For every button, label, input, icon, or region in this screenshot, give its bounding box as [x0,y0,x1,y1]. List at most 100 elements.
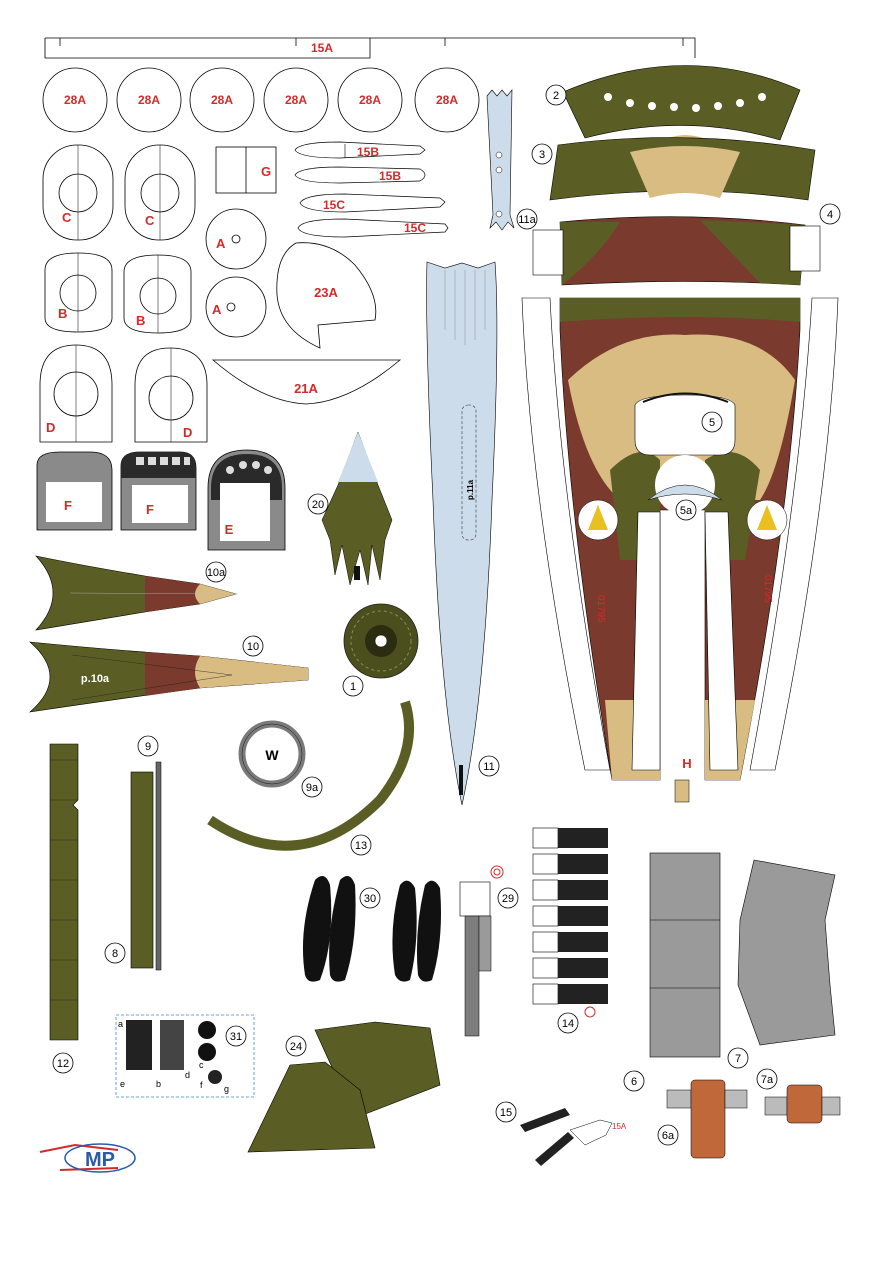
callout-13: 13 [355,840,367,852]
airfoil-15b-label: 15B [357,145,379,159]
disc-label: 28A [64,93,86,107]
fuselage-main: 01795 01795 H [559,297,801,803]
discs-a: A A [205,208,267,338]
registration-left: 01795 [595,595,606,623]
part-24 [247,1021,441,1153]
ring-w-label: W [265,747,279,763]
logo-text: MP [85,1149,115,1171]
part-10a [35,555,238,631]
publisher-logo: MP [39,1143,136,1173]
callout-6: 6 [631,1076,637,1088]
part-29 [459,865,504,1037]
callout-2: 2 [553,90,559,102]
registration-right: 01795 [762,575,773,603]
former-c-label: C [145,213,155,228]
former-c-label: C [62,210,72,225]
part-21a: 21A [211,359,402,405]
part-9a-ring: W [238,720,306,788]
part-10: p.10a [29,641,309,713]
decal-b: b [156,1079,161,1089]
callouts: 2 3 4 11a 5 5a 20 10a 10 1 9 9a 11 13 30… [52,84,841,1146]
callout-15: 15 [500,1107,512,1119]
callout-5: 5 [709,417,715,429]
part-10-label: p.10a [81,673,110,685]
callout-12: 12 [57,1058,69,1070]
part-h-label: H [682,756,691,771]
callout-10a: 10a [207,567,226,579]
callout-4: 4 [827,209,833,221]
callout-10: 10 [247,641,259,653]
callout-1: 1 [350,681,356,693]
part-14 [532,827,608,1018]
discs-28a: 28A 28A 28A 28A 28A 28A [42,67,480,133]
former-b-label: B [136,313,145,328]
callout-24: 24 [290,1041,302,1053]
part-11: p.11a [426,261,498,806]
disc-label: 28A [436,93,458,107]
part-7 [737,859,836,1046]
decal-g: g [224,1084,229,1094]
callout-11a: 11a [518,214,536,226]
disc-label: 28A [138,93,160,107]
part-1-wheel [343,603,419,679]
callout-14: 14 [562,1018,574,1030]
callout-7: 7 [735,1053,741,1065]
disc-a-label: A [212,302,222,317]
former-b-label: B [58,306,67,321]
part-15: 15A [520,1108,627,1166]
part-20 [321,431,393,586]
part-13-arc [207,700,415,851]
formers-c: C C [42,144,196,241]
part-15a-label: 15A [612,1122,627,1131]
callout-31: 31 [230,1031,242,1043]
panel-e-label: E [225,522,234,537]
airfoils-15b-15c: 15B 15B 15C 15C [294,141,449,238]
part-11a [486,89,515,231]
part-g-label: G [261,164,271,179]
airfoil-15c-label-2: 15C [404,221,426,235]
part-3 [549,137,816,201]
decal-f: f [200,1080,203,1090]
panel-f-label: F [146,502,154,517]
struts-8-9 [130,761,162,971]
instrument-panels: F F E [36,449,286,551]
disc-a-label: A [216,236,226,251]
airfoil-15c-label: 15C [323,198,345,212]
disc-label: 28A [285,93,307,107]
part-g: G [215,146,277,194]
callout-3: 3 [539,149,545,161]
part-11-label: p.11a [466,479,475,500]
callout-29: 29 [502,893,514,905]
decal-c: c [199,1060,204,1070]
side-strips [521,297,839,771]
callout-5a: 5a [680,505,693,517]
airfoil-15b-label-2: 15B [379,169,401,183]
callout-11: 11 [483,761,494,773]
strip-15a: 15A [44,37,696,59]
part-6 [649,852,721,1058]
callout-7a: 7a [761,1074,774,1086]
callout-9: 9 [145,741,151,753]
part-2 [562,65,801,142]
formers-d: D D [39,344,208,443]
part-23a: 23A [276,242,377,349]
decal-e: e [120,1079,125,1089]
former-d-label: D [183,425,192,440]
part-21a-label: 21A [294,381,318,396]
part-31-decals: a b c d e f g [115,1014,255,1098]
parts-6a-7a [666,1079,841,1159]
disc-label: 28A [359,93,381,107]
callout-8: 8 [112,948,118,960]
callout-30: 30 [364,893,376,905]
formers-b: B B [44,252,192,334]
callout-20: 20 [312,499,324,511]
disc-label: 28A [211,93,233,107]
decal-d: d [185,1070,190,1080]
part-23a-label: 23A [314,285,338,300]
part-12 [49,743,79,1041]
callout-6a: 6a [662,1130,675,1142]
callout-9a: 9a [306,782,319,794]
former-d-label: D [46,420,55,435]
panel-f-label: F [64,498,72,513]
